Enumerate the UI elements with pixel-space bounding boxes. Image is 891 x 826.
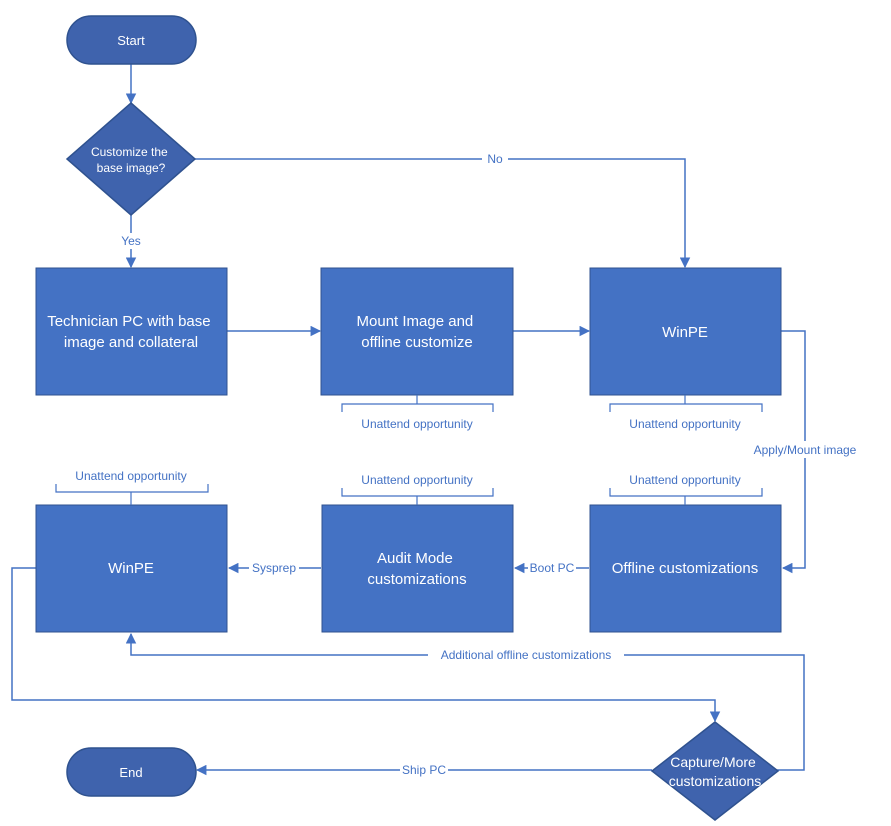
- mount-image-box: Mount Image and offline customize: [320, 267, 514, 396]
- svg-text:Capture/More customizati: Capture/More customizations: [669, 754, 762, 789]
- end-terminator: End: [66, 747, 197, 797]
- decision-capture-line2: customizations: [669, 773, 762, 789]
- unattend-bracket-offline: Unattend opportunity: [609, 473, 763, 505]
- unattend-label-audit: Unattend opportunity: [361, 473, 472, 487]
- edge-decision-no: [195, 158, 691, 269]
- unattend-bracket-winpe-bottom: Unattend opportunity: [55, 469, 209, 505]
- edge-capture-additional: [125, 632, 805, 771]
- start-terminator: Start: [66, 15, 197, 65]
- start-label: Start: [117, 33, 145, 48]
- edge-label-ship-pc: Ship PC: [402, 763, 446, 777]
- decision-customize-line1: Customize the: [91, 145, 168, 159]
- edge-label-yes: Yes: [121, 234, 141, 248]
- edge-label-apply-mount: Apply/Mount image: [754, 443, 857, 457]
- audit-mode-box: Audit Mode customizations: [321, 504, 514, 633]
- winpe-bottom-box: WinPE: [35, 504, 228, 633]
- technician-pc-line2: image and collateral: [64, 334, 198, 351]
- decision-customize-line2: base image?: [97, 161, 166, 175]
- offline-customizations-box: Offline customizations: [589, 504, 782, 633]
- winpe-bottom-label: WinPE: [108, 560, 154, 577]
- decision-customize: Customize the base image?: [65, 102, 197, 216]
- unattend-bracket-audit: Unattend opportunity: [341, 473, 494, 505]
- winpe-top-box: WinPE: [589, 267, 782, 396]
- technician-pc-line1: Technician PC with base: [47, 313, 210, 330]
- edge-label-boot-pc: Boot PC: [530, 561, 575, 575]
- unattend-bracket-mount: Unattend opportunity: [341, 395, 494, 431]
- edge-label-sysprep: Sysprep: [252, 561, 296, 575]
- winpe-top-label: WinPE: [662, 324, 708, 341]
- unattend-label-winpe-top: Unattend opportunity: [629, 417, 740, 431]
- edge-label-no: No: [487, 152, 503, 166]
- unattend-label-mount: Unattend opportunity: [361, 417, 472, 431]
- unattend-label-winpe-bottom: Unattend opportunity: [75, 469, 186, 483]
- edge-label-additional-offline: Additional offline customizations: [441, 648, 612, 662]
- mount-image-line2: offline customize: [361, 334, 472, 351]
- decision-capture-line1: Capture/More: [670, 754, 756, 770]
- audit-mode-line1: Audit Mode: [377, 550, 453, 567]
- offline-customizations-label: Offline customizations: [612, 560, 758, 577]
- unattend-bracket-winpe-top: Unattend opportunity: [609, 395, 763, 431]
- svg-text:Customize the base image: Customize the base image?: [91, 145, 171, 175]
- svg-text:Technician PC with base: Technician PC with base image and collat…: [47, 313, 215, 351]
- svg-text:Audit Mode customization: Audit Mode customizations: [367, 550, 466, 588]
- edge-winpe-to-capture: [11, 567, 721, 723]
- svg-text:Mount Image and offline: Mount Image and offline customize: [357, 313, 478, 351]
- technician-pc-box: Technician PC with base image and collat…: [35, 267, 228, 396]
- end-label: End: [119, 765, 142, 780]
- audit-mode-line2: customizations: [367, 571, 466, 588]
- decision-capture: Capture/More customizations: [650, 721, 780, 821]
- unattend-label-offline: Unattend opportunity: [629, 473, 740, 487]
- mount-image-line1: Mount Image and: [357, 313, 474, 330]
